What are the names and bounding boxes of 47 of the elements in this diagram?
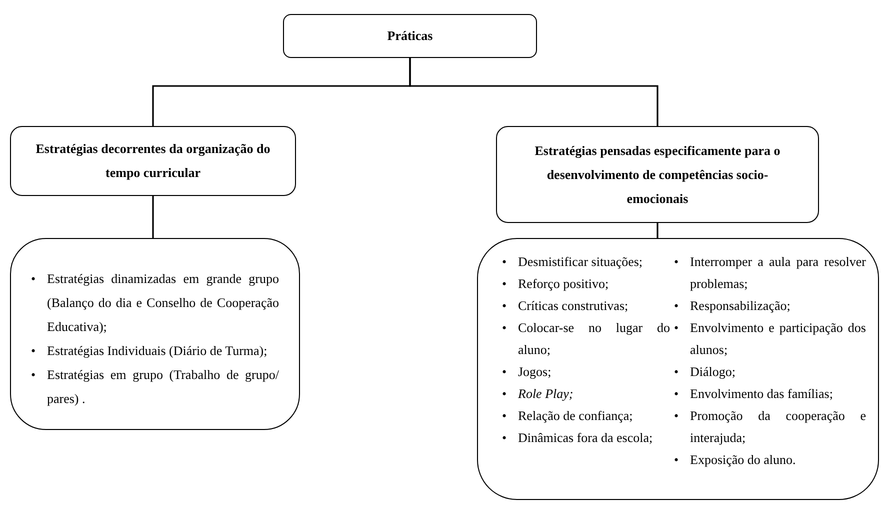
- list-item: Dinâmicas fora da escola;: [518, 429, 654, 447]
- list-item: Estratégias Individuais (Diário de Turma);: [47, 342, 268, 360]
- heading-text: Estratégias decorrentes da organização do tempo curricular: [34, 140, 272, 182]
- list-item: Envolvimento e participação dos alunos;: [690, 319, 866, 359]
- list-item: Reforço positivo;: [518, 275, 610, 293]
- list-item: Exposição do aluno.: [690, 451, 797, 469]
- list-item: Promoção da cooperação e interajuda;: [690, 407, 866, 447]
- bullet: •: [502, 297, 508, 315]
- heading-box: [283, 14, 537, 58]
- connector-line: [152, 196, 154, 238]
- list-item: Jogos;: [518, 363, 552, 381]
- bullet: •: [502, 253, 508, 271]
- bullet: •: [502, 275, 508, 293]
- connector-line: [409, 58, 658, 126]
- bullet: •: [502, 363, 508, 381]
- list-item: Envolvimento das famílias;: [690, 385, 834, 403]
- bullet: •: [674, 451, 680, 469]
- heading-box: [10, 126, 296, 196]
- bullet: •: [31, 270, 37, 288]
- connector-line: [656, 223, 658, 238]
- heading-box: [496, 126, 819, 223]
- bullet: •: [31, 342, 37, 360]
- bullet: •: [674, 385, 680, 403]
- list-box: [477, 238, 879, 500]
- heading-text: Práticas: [387, 27, 433, 45]
- list-item: Interromper a aula para resolver problemas;: [690, 253, 866, 293]
- bullet: •: [674, 253, 680, 271]
- list-item: Estratégias em grupo (Trabalho de grupo/ pares) .: [47, 366, 279, 408]
- heading-text: Estratégias pensadas especificamente para o desenvolvimento de competências socio-emocionais: [534, 142, 782, 208]
- bullet: •: [502, 407, 508, 425]
- bullet: •: [502, 319, 508, 337]
- list-item: Responsabilização;: [690, 297, 792, 315]
- list-item: Colocar-se no lugar do aluno;: [518, 319, 670, 359]
- list-item: Críticas construtivas;: [518, 297, 630, 315]
- bullet: •: [502, 385, 508, 403]
- bullet: •: [31, 366, 37, 384]
- list-box: [10, 238, 300, 430]
- bullet: •: [674, 319, 680, 337]
- bullet: •: [674, 363, 680, 381]
- bullet: •: [674, 407, 680, 425]
- list-item: Estratégias dinamizadas em grande grupo (Balanço do dia e Conselho de Cooperação Educativa);: [47, 270, 279, 336]
- bullet: •: [502, 429, 508, 447]
- list-item: Relação de confiança;: [518, 407, 634, 425]
- bullet: •: [674, 297, 680, 315]
- list-item: Role Play;: [518, 385, 574, 403]
- list-item: Desmistificar situações;: [518, 253, 644, 271]
- list-item: Diálogo;: [690, 363, 736, 381]
